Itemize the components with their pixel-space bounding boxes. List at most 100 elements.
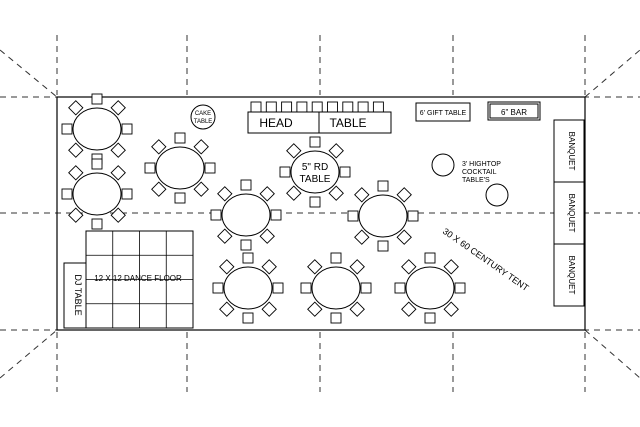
round-table-top [311,266,361,310]
bar: 6" BAR [487,101,541,121]
chair [307,259,323,275]
chair [272,282,284,294]
gift-table: 6' GIFT TABLE [415,102,471,122]
chair [454,282,466,294]
chair [279,166,291,178]
chair [286,143,302,159]
round-table [144,132,216,204]
hightop-label: TABLE'S [462,177,490,184]
chair [265,101,277,113]
chair [240,179,252,191]
cake-table: CAKE TABLE [190,104,216,130]
dj-table-label: DJ TABLE [73,274,83,315]
chair [377,180,389,192]
chair [349,259,365,275]
cake-table-label: TABLE [194,119,213,125]
hightop-label: 3' HIGHTOP [462,161,501,168]
round-table [347,180,419,252]
chair [242,252,254,264]
chair [342,101,354,113]
chair [259,228,275,244]
round-table-top [72,172,122,216]
head-table: HEAD TABLE [247,101,392,134]
chair [296,101,308,113]
chair [193,181,209,197]
chair [259,186,275,202]
hightop-label: COCKTAIL [462,169,497,176]
chair [174,132,186,144]
round-table-label: TABLE [300,174,331,185]
round-table-top [221,193,271,237]
chair [372,101,384,113]
chair [309,196,321,208]
chair [68,207,84,223]
chair [219,301,235,317]
chair [443,259,459,275]
bar-label: 6" BAR [501,108,527,117]
dance-floor-grid [85,230,194,329]
chair [121,188,133,200]
dance-floor-label: 12 X 12 DANCE FLOOR [94,274,182,283]
chair [330,312,342,324]
chair [443,301,459,317]
chair [144,162,156,174]
chair [110,207,126,223]
chair [328,143,344,159]
round-table-top [155,146,205,190]
chair [307,301,323,317]
round-table [212,252,284,324]
chair [286,185,302,201]
chair [339,166,351,178]
head-table-label: TABLE [329,116,366,130]
chair [68,100,84,116]
chair [407,210,419,222]
chair [91,218,103,230]
chair [91,93,103,105]
chair [401,301,417,317]
chair [327,101,338,113]
chair [396,187,412,203]
chair [357,101,369,113]
chair [424,312,436,324]
chair [204,162,216,174]
chair [174,192,186,204]
chair [250,101,262,113]
tent-outline [56,96,586,331]
chair [193,139,209,155]
guest-tables [61,93,466,324]
chair [309,136,321,148]
chair [354,229,370,245]
chair [151,181,167,197]
chair [300,282,312,294]
chair [217,228,233,244]
dance-floor: 12 X 12 DANCE FLOOR [85,230,194,329]
round-table [61,158,133,230]
chair [219,259,235,275]
chair [110,165,126,181]
chair [68,142,84,158]
chair [151,139,167,155]
gift-table-label: 6' GIFT TABLE [420,110,467,117]
head-table-chairs [250,101,384,113]
chair [328,185,344,201]
dj-table: DJ TABLE [63,262,87,329]
banquet-tables: BANQUET BANQUET BANQUET [553,119,585,307]
chair [281,101,293,113]
hightop-cocktail-tables: 3' HIGHTOP COCKTAIL TABLE'S [431,153,509,207]
head-table-label: HEAD [259,116,293,130]
round-table-top [72,107,122,151]
chair [424,252,436,264]
banquet-label: BANQUET [567,132,576,171]
round-table-top [290,150,340,194]
round-table [210,179,282,251]
chair [121,123,133,135]
cake-table-label: CAKE [195,111,211,117]
chair [330,252,342,264]
round-table [300,252,372,324]
banquet-label: BANQUET [567,256,576,295]
chair [270,209,282,221]
chair [261,301,277,317]
round-table-top [223,266,273,310]
chair [61,123,73,135]
